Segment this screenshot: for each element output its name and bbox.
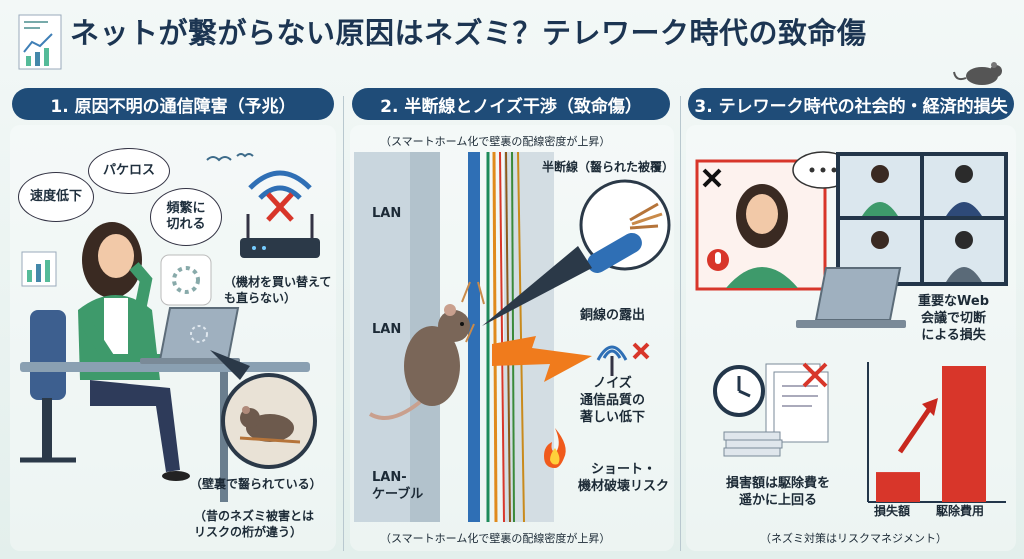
half-break-label: 半断線（齧られた被覆） xyxy=(542,160,675,174)
video-call-user xyxy=(695,159,827,291)
panel2-bottom-caption: （スマートホーム化で壁裏の配線密度が上昇） xyxy=(380,532,611,545)
fire-icon xyxy=(544,428,566,468)
lan-cable-label: LAN- ケーブル xyxy=(372,470,424,502)
loss-vs-cost-chart xyxy=(867,362,1006,503)
section-header-1: 1. 原因不明の通信障害（予兆） xyxy=(12,88,334,120)
bubble-frequent-drops: 頻繁に 切れる xyxy=(150,188,222,246)
copper-exposed-label: 銅線の露出 xyxy=(580,308,646,323)
short-risk-label: ショート・ 機材破壊リスク xyxy=(578,462,670,494)
bar-cost xyxy=(942,366,986,502)
bar-loss xyxy=(876,472,920,502)
half-break-magnifier xyxy=(579,179,671,273)
rat-icon xyxy=(953,62,1002,85)
panel3-footer: （ネズミ対策はリスクマネジメント） xyxy=(760,532,947,545)
laptop-icon xyxy=(796,267,906,328)
bubble-speed-drop: 速度低下 xyxy=(18,172,94,222)
panel2-top-caption: （スマートホーム化で壁裏の配線密度が上昇） xyxy=(380,135,611,148)
bird-icon xyxy=(206,153,254,162)
divider-2 xyxy=(680,96,681,551)
meeting-participants-grid xyxy=(836,152,1008,286)
router-note: （機材を買い替えて も直らない） xyxy=(224,275,332,306)
chart-icon xyxy=(18,14,62,70)
page-title: ネットが繋がらない原因はネズミ？テレワーク時代の致命傷 xyxy=(70,16,867,50)
trend-arrow xyxy=(897,406,933,454)
section-header-3: 3. テレワーク時代の社会的・経済的損失 xyxy=(688,88,1014,120)
invoice-documents-icon xyxy=(765,362,829,443)
chewed-note: （壁裏で齧られている） xyxy=(190,477,322,491)
noise-label: ノイズ 通信品質の 著しい低下 xyxy=(580,376,646,425)
divider-1 xyxy=(343,96,344,551)
bar-label-loss: 損失額 xyxy=(874,504,911,518)
magnifier-pointer xyxy=(210,350,250,380)
lan-label-2: LAN xyxy=(372,322,402,337)
meeting-cut-label: 重要なWeb 会議で切断 による損失 xyxy=(918,294,989,343)
bar-label-cost: 駆除費用 xyxy=(936,504,985,518)
bubble-packet-loss: パケロス xyxy=(88,148,170,194)
paper-stack-icon xyxy=(723,431,783,457)
worried-woman-illustration xyxy=(20,222,190,481)
noise-lightning-icon xyxy=(492,336,592,382)
bar-chart-icon xyxy=(21,251,57,287)
section-header-2: 2. 半断線とノイズ干渉（致命傷） xyxy=(352,88,670,120)
risk-note: （昔のネズミ被害とは リスクの桁が違う） xyxy=(194,509,315,540)
router-icon xyxy=(240,170,320,258)
signal-lost-icon xyxy=(596,342,650,376)
rat-in-wall-magnifier xyxy=(221,373,317,469)
clock-icon xyxy=(713,365,765,417)
lan-label-1: LAN xyxy=(372,206,402,221)
loading-spinner-icon xyxy=(160,254,212,306)
rat-chewing-illustration xyxy=(368,304,470,420)
trend-arrow-head xyxy=(922,398,938,416)
magnifier-beam xyxy=(482,246,592,326)
damage-note: 損害額は駆除費を 遥かに上回る xyxy=(726,476,831,508)
